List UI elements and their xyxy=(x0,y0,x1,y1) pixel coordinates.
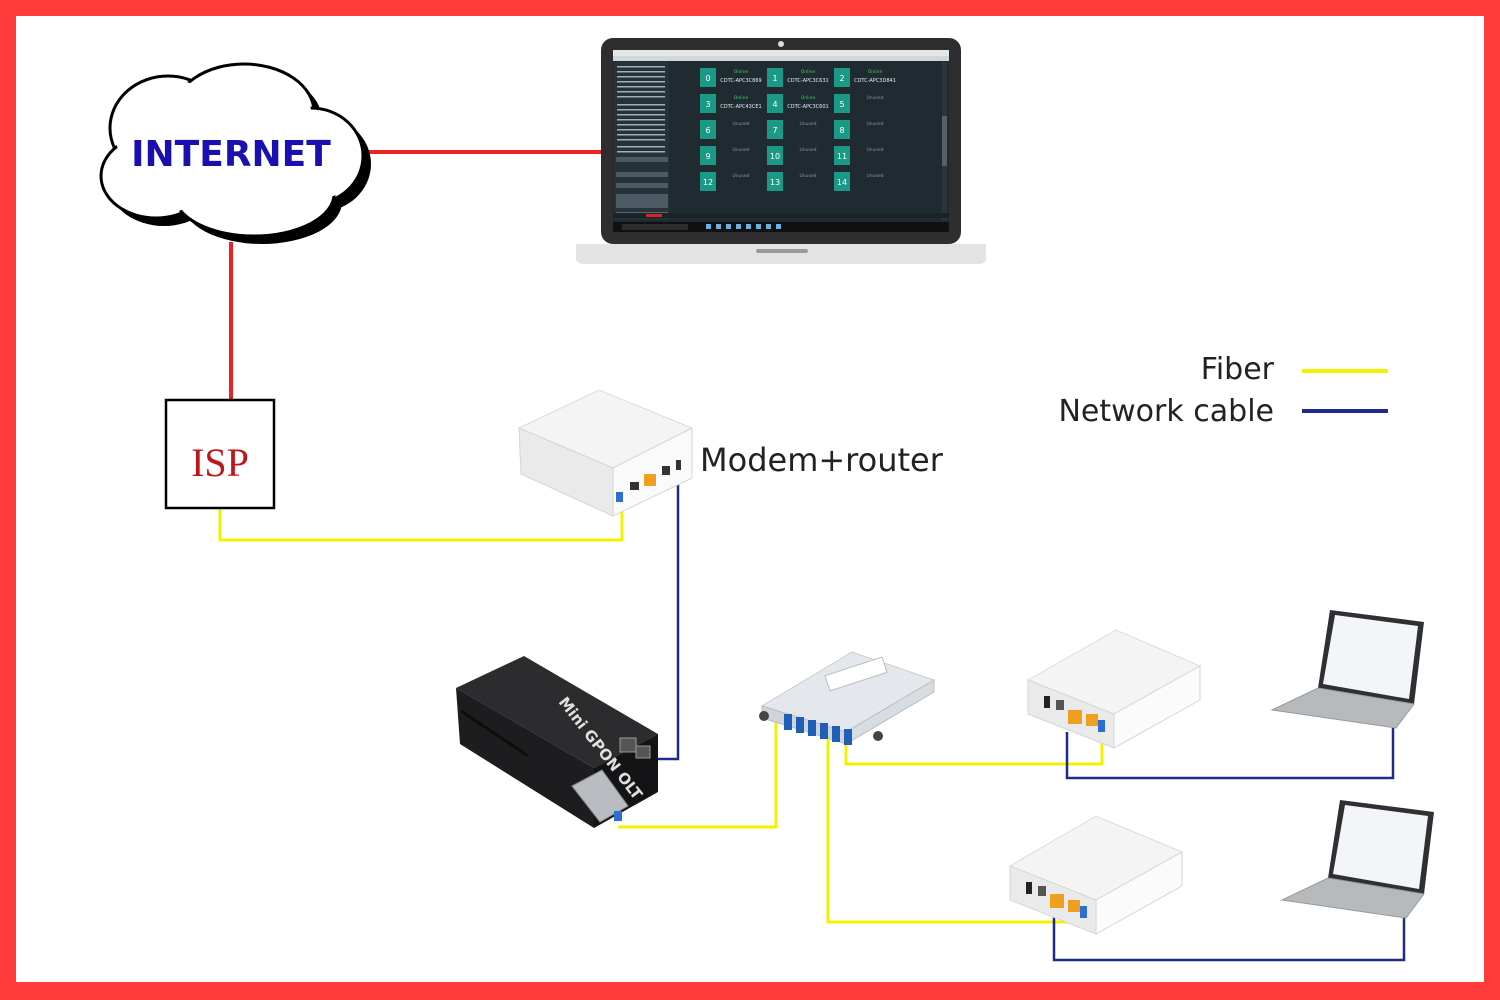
port-number-badge xyxy=(834,146,850,165)
port-number-badge xyxy=(700,94,716,113)
port-number-badge xyxy=(767,120,783,139)
isp-label: ISP xyxy=(191,440,249,485)
port-number: 2 xyxy=(839,74,844,83)
port-cell: 13 Unused xyxy=(767,172,817,191)
port-status: Online xyxy=(801,95,816,101)
port-status: Unused xyxy=(800,173,817,179)
port-number: 5 xyxy=(839,100,844,109)
diagram-canvas: INTERNET ISP xyxy=(16,16,1484,982)
client-laptop-2 xyxy=(1280,800,1434,919)
port-status: Unused xyxy=(867,173,884,179)
modem-router-label: Modem+router xyxy=(700,441,944,479)
port-status: Unused xyxy=(733,173,750,179)
port-number-badge xyxy=(834,68,850,87)
port-number-badge xyxy=(767,172,783,191)
port-status: Unused xyxy=(800,121,817,127)
port-number-badge xyxy=(767,68,783,87)
port-status: Online xyxy=(868,69,883,75)
modem-lan-port xyxy=(644,474,656,486)
port-status: Unused xyxy=(867,95,884,101)
plc-splitter xyxy=(759,651,936,745)
port-number-badge xyxy=(700,146,716,165)
ont-2 xyxy=(1008,815,1184,935)
port-cell: 14 Unused xyxy=(834,172,884,191)
port-cell: 10 Unused xyxy=(767,146,817,165)
port-status: Online xyxy=(734,95,749,101)
port-number-badge xyxy=(700,172,716,191)
port-status: Unused xyxy=(867,121,884,127)
port-cell: 7 Unused xyxy=(767,120,817,139)
ont2-to-laptop2-cable xyxy=(1052,904,1406,962)
port-number: 11 xyxy=(837,152,847,161)
port-number: 8 xyxy=(839,126,844,135)
port-status: Online xyxy=(801,69,816,75)
splitter-to-ont1-fiber xyxy=(844,734,1104,766)
modem-fiber-port xyxy=(616,492,623,502)
port-device-name: CDTC-APC3C869 xyxy=(720,78,761,84)
port-number-badge xyxy=(834,94,850,113)
internet-cloud: INTERNET xyxy=(99,62,371,244)
legend-network-cable-label: Network cable xyxy=(1058,394,1274,429)
port-device-name: CDTC-APC3D841 xyxy=(854,78,896,84)
port-number: 1 xyxy=(772,74,777,83)
port-number: 12 xyxy=(703,178,713,187)
port-cell: 5 Unused xyxy=(834,94,884,113)
mini-gpon-olt: Mini GPON OLT xyxy=(456,656,658,828)
connections xyxy=(218,150,1406,962)
port-number: 0 xyxy=(705,74,710,83)
port-number-badge xyxy=(834,172,850,191)
network-diagram: INTERNET ISP xyxy=(99,38,1434,962)
port-status: Unused xyxy=(733,147,750,153)
port-number-badge xyxy=(767,146,783,165)
modem-router: Modem+router xyxy=(517,389,944,517)
olt-to-splitter-fiber xyxy=(618,722,778,829)
port-status: Unused xyxy=(733,121,750,127)
port-status: Unused xyxy=(800,147,817,153)
port-number: 14 xyxy=(837,178,847,187)
internet-label: INTERNET xyxy=(131,134,331,175)
client-laptop-1 xyxy=(1270,610,1424,729)
isp-box: ISP xyxy=(164,398,276,510)
port-number-badge xyxy=(700,68,716,87)
port-device-name: CDTC-APC43CE1 xyxy=(720,104,761,110)
modem-to-olt-cable xyxy=(652,477,680,761)
port-cell: 8 Unused xyxy=(834,120,884,139)
port-number: 9 xyxy=(705,152,710,161)
port-number: 10 xyxy=(770,152,780,161)
port-status: Online xyxy=(734,69,749,75)
port-number-badge xyxy=(700,120,716,139)
port-cell: 6 Unused xyxy=(700,120,750,139)
port-device-name: CDTC-APC3C601 xyxy=(787,104,828,110)
port-number-badge xyxy=(767,94,783,113)
port-number: 6 xyxy=(705,126,710,135)
legend: Fiber Network cable xyxy=(1058,352,1388,429)
legend-fiber-label: Fiber xyxy=(1201,352,1275,387)
port-number: 3 xyxy=(705,100,710,109)
port-number: 4 xyxy=(772,100,777,109)
port-cell: 11 Unused xyxy=(834,146,884,165)
port-number: 7 xyxy=(772,126,777,135)
ont-1 xyxy=(1026,629,1202,749)
port-cell: 9 Unused xyxy=(700,146,750,165)
port-number-badge xyxy=(834,120,850,139)
port-device-name: CDTC-APC3C631 xyxy=(787,78,828,84)
ont1-to-laptop1-cable xyxy=(1065,728,1395,780)
port-number: 13 xyxy=(770,178,780,187)
isp-to-modem-fiber xyxy=(218,500,624,542)
port-cell: 12 Unused xyxy=(700,172,750,191)
port-status: Unused xyxy=(867,147,884,153)
